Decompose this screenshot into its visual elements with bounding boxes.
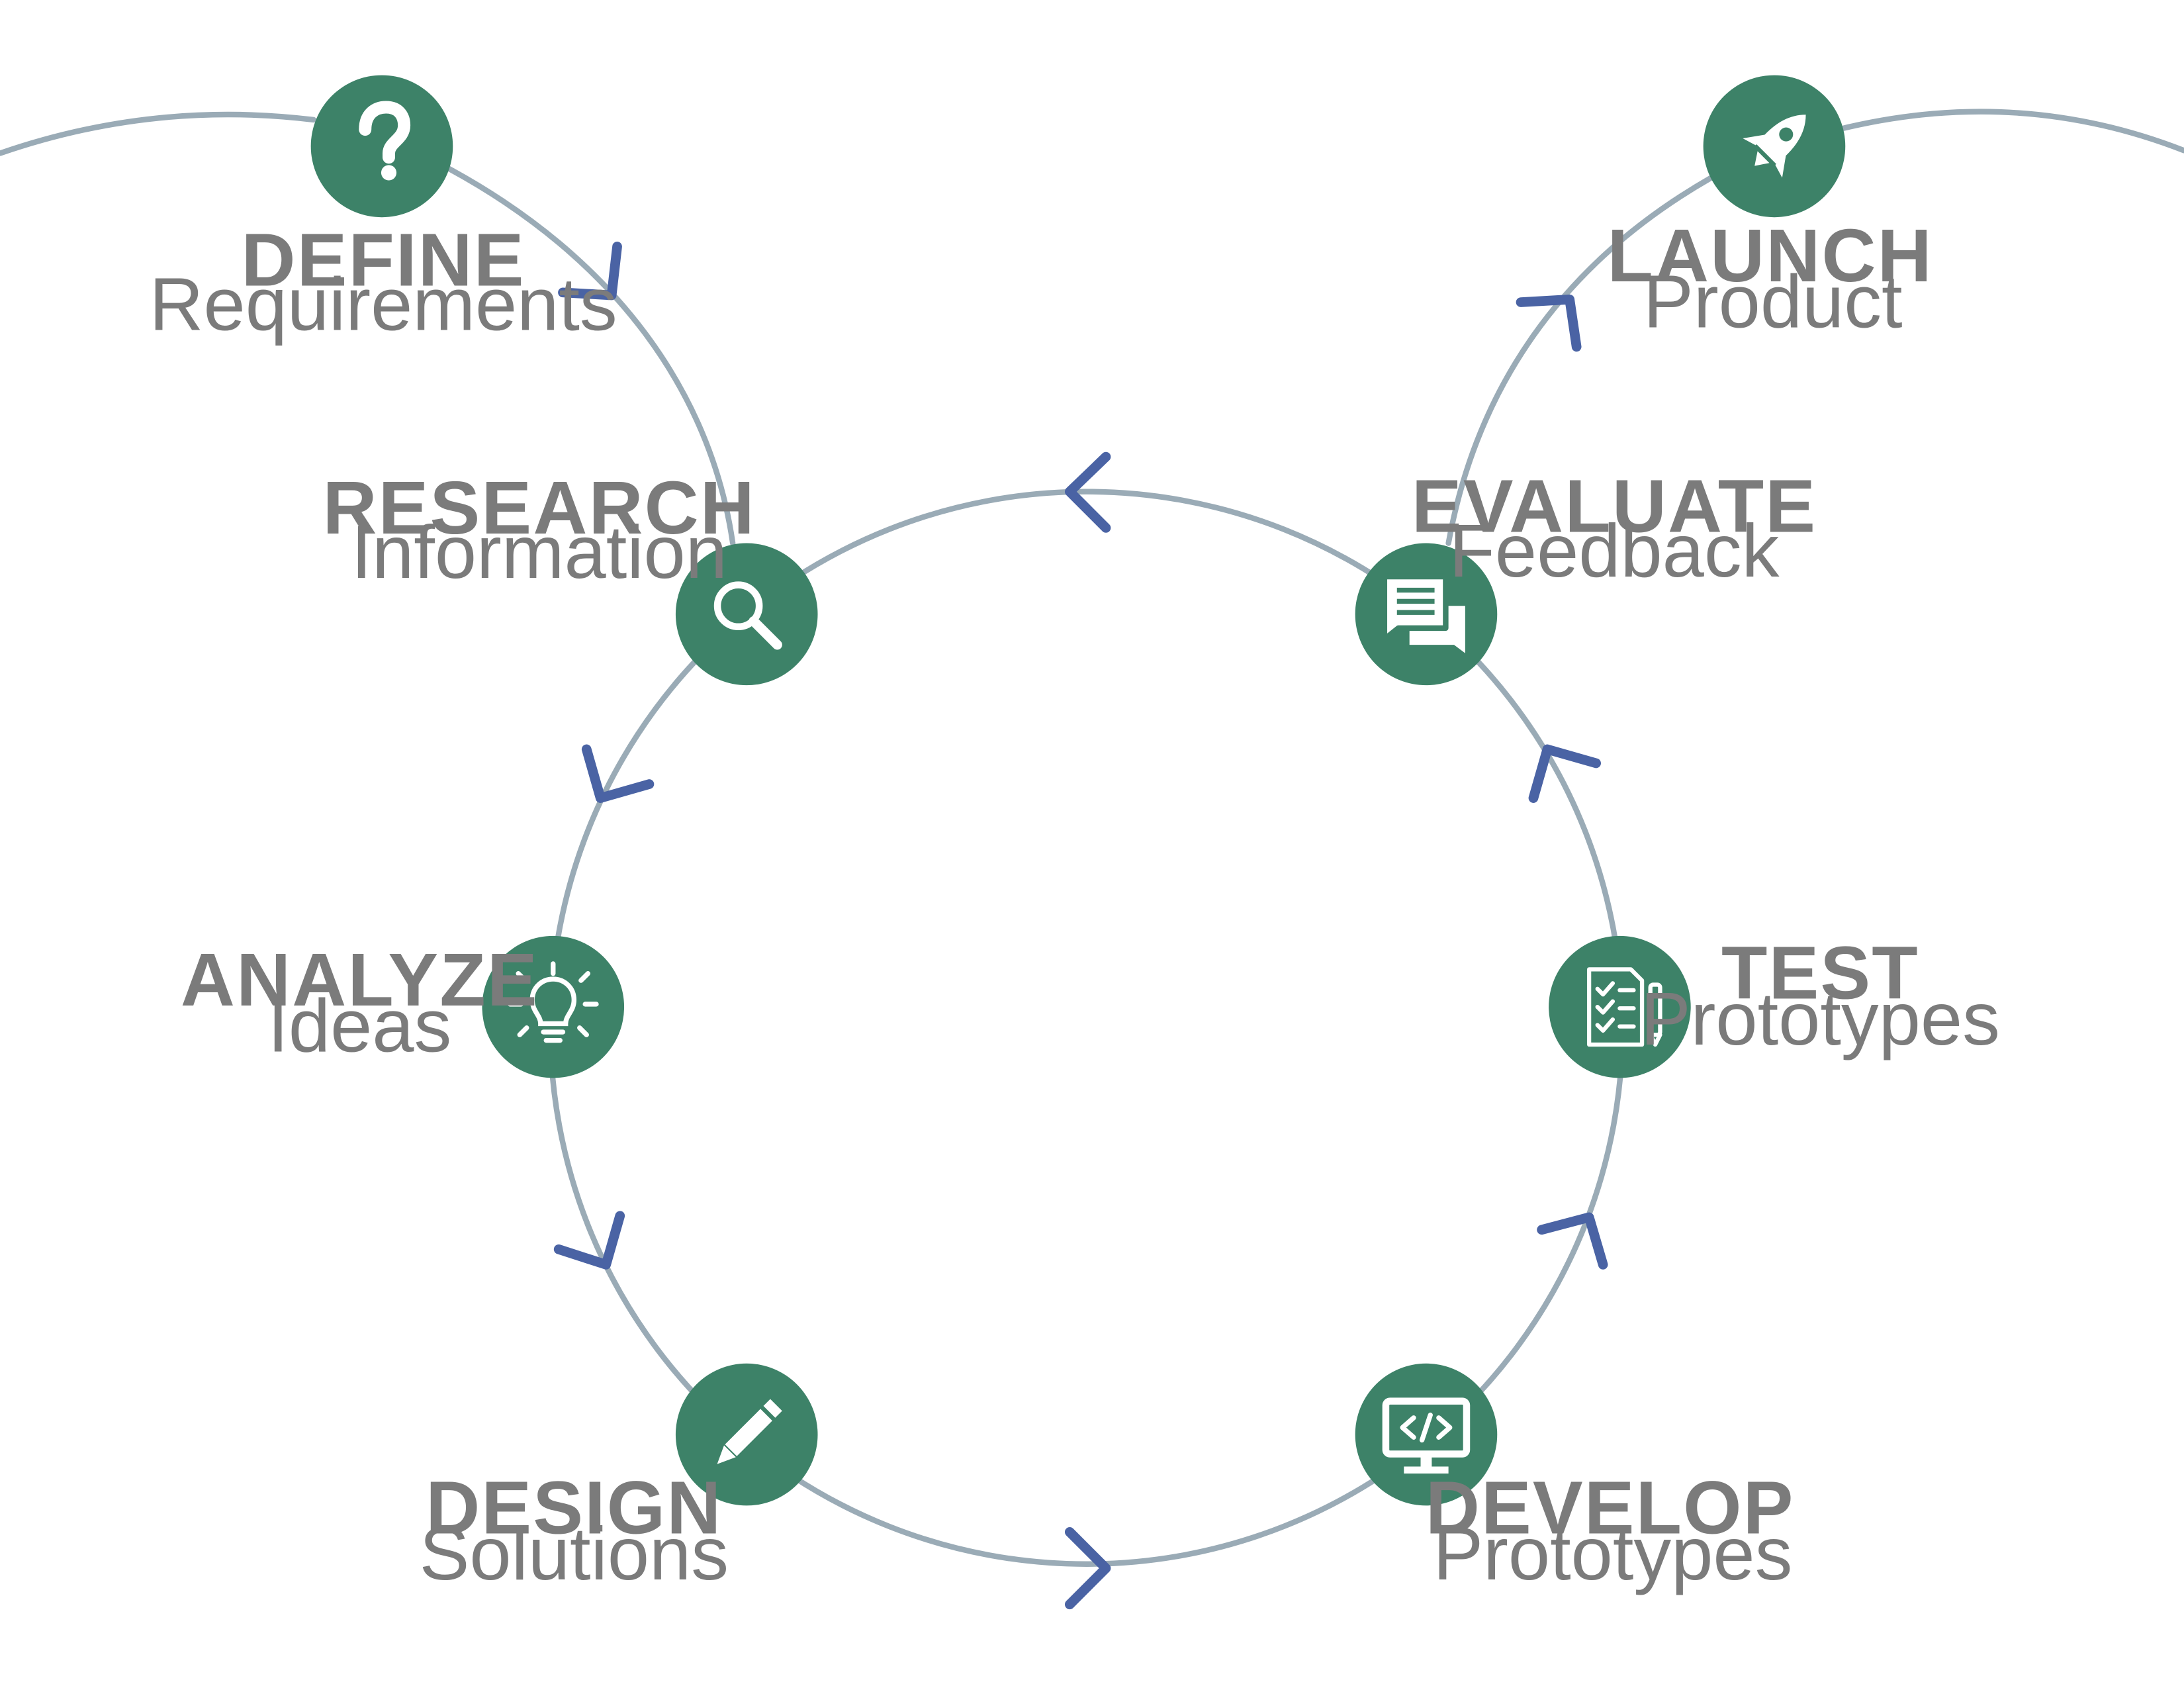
stage-title: TEST — [1721, 931, 1919, 1015]
arrow-evaluate-to-launch — [1516, 294, 1582, 352]
stage-labels: DEFINE Requirements RESEARCH Information… — [149, 214, 1999, 1596]
stage-node-test — [1549, 935, 1691, 1078]
arrow-research-to-analyze — [581, 744, 655, 803]
label-launch: LAUNCH Product — [1608, 214, 1933, 344]
stage-node-define — [310, 75, 453, 218]
track-define-to-research — [445, 165, 736, 546]
label-design: DESIGN Solutions — [420, 1466, 729, 1595]
track-launch-exit — [1841, 109, 2184, 154]
arrow-define-to-research — [558, 242, 622, 301]
stage-subtitle: Ideas — [267, 984, 451, 1068]
stage-subtitle: Information — [351, 510, 727, 594]
lightbulb-icon — [507, 961, 599, 1043]
label-analyze: ANALYZE Ideas — [181, 938, 539, 1068]
stage-node-analyze — [482, 935, 625, 1078]
label-define: DEFINE Requirements — [149, 218, 617, 346]
arrow-analyze-to-design — [553, 1211, 625, 1270]
stage-title: DEFINE — [241, 218, 525, 302]
stage-subtitle: Requirements — [149, 263, 617, 347]
stage-title: RESEARCH — [323, 466, 756, 550]
arrow-test-to-evaluate — [1528, 744, 1601, 803]
label-research: RESEARCH Information — [323, 466, 756, 594]
pencil-icon — [717, 1399, 782, 1464]
stage-title: DEVELOP — [1426, 1466, 1795, 1550]
node-circle — [310, 75, 453, 218]
track-evaluate-to-launch — [1445, 175, 1713, 546]
label-develop: DEVELOP Prototypes — [1426, 1466, 1795, 1596]
rocket-icon — [1743, 115, 1806, 178]
node-circle — [675, 543, 818, 686]
label-test: TEST Prototypes — [1641, 931, 2000, 1061]
arrow-design-to-develop — [1064, 1526, 1111, 1610]
arrow-cycle-top — [1064, 451, 1111, 533]
magnifier-icon — [713, 581, 782, 650]
stage-title: DESIGN — [426, 1466, 722, 1550]
stage-subtitle: Prototypes — [1641, 977, 2000, 1061]
stage-node-launch — [1703, 75, 1846, 218]
stage-subtitle: Prototypes — [1433, 1512, 1792, 1596]
label-evaluate: EVALUATE Feedback — [1412, 465, 1817, 593]
stage-subtitle: Product — [1643, 259, 1903, 344]
checklist-icon — [1586, 967, 1662, 1047]
code-monitor-icon — [1382, 1397, 1471, 1474]
stage-title: ANALYZE — [181, 938, 539, 1022]
stage-subtitle: Solutions — [420, 1512, 729, 1596]
track-define-entry — [0, 111, 317, 156]
question-mark-icon — [359, 101, 411, 181]
stage-title: EVALUATE — [1412, 465, 1817, 549]
stage-node-develop — [1355, 1363, 1498, 1506]
direction-arrows — [553, 242, 1608, 1610]
stage-node-research — [675, 543, 818, 686]
arrow-develop-to-test — [1537, 1212, 1608, 1270]
chat-bubbles-icon — [1381, 573, 1465, 653]
stage-node-evaluate — [1355, 543, 1498, 686]
stage-node-design — [675, 1363, 818, 1506]
stage-subtitle: Feedback — [1449, 509, 1780, 593]
stage-title: LAUNCH — [1608, 214, 1933, 298]
